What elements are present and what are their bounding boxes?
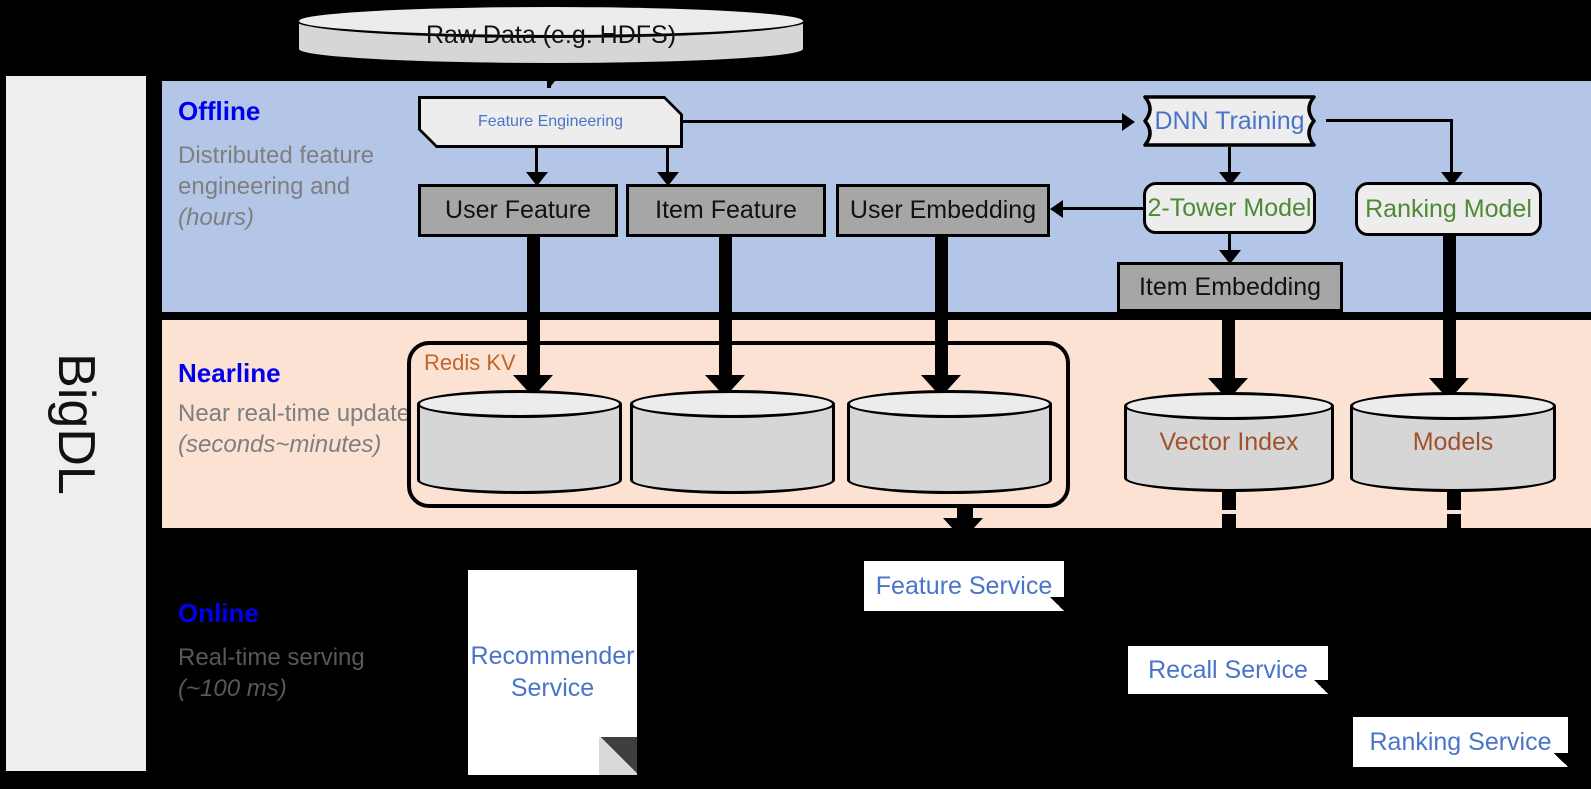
page-fold-icon: [599, 737, 637, 775]
connector-dot-models-2: [1447, 514, 1461, 528]
two-tower-model-node[interactable]: 2-Tower Model: [1143, 182, 1316, 234]
kv-store-user-embedding: [847, 390, 1052, 494]
models-store: Models: [1350, 392, 1556, 492]
arrowhead-fe-dnn: [1122, 113, 1135, 131]
connector-twotower-userembedding: [1063, 207, 1145, 210]
nearline-layer-title: Nearline: [178, 358, 281, 388]
arrowhead-twotower-userembedding: [1050, 200, 1063, 218]
ranking-model-node[interactable]: Ranking Model: [1355, 182, 1542, 236]
online-layer-description: Real-time serving (~100 ms): [178, 642, 418, 704]
arrowhead-twotower-itemembedding: [1219, 250, 1241, 264]
pipe-itemfeature: [719, 237, 732, 387]
bigdl-sidebar: BigDL: [6, 76, 146, 771]
offline-desc-text: Distributed feature engineering and: [178, 142, 375, 201]
ranking-service-label: Ranking Service: [1369, 727, 1552, 756]
connector-dnn-ranking-v: [1450, 119, 1453, 179]
item-feature-node[interactable]: Item Feature: [626, 184, 826, 237]
nearline-layer-description: Near real-time update (seconds~minutes): [178, 398, 418, 460]
offline-layer-description: Distributed feature engineering and (hou…: [178, 140, 418, 234]
dnn-training-node[interactable]: DNN Training: [1133, 95, 1326, 147]
arrowhead-rawdata-fe: [540, 72, 562, 86]
online-desc-text: Real-time serving: [178, 644, 365, 671]
feature-engineering-label: Feature Engineering: [478, 113, 623, 130]
online-desc-emphasis: (~100 ms): [178, 675, 287, 703]
item-embedding-label: Item Embedding: [1138, 272, 1322, 301]
cylinder-top: [630, 390, 835, 418]
bigdl-label: BigDL: [47, 352, 106, 495]
pipe-itemembedding: [1222, 312, 1235, 390]
user-feature-node[interactable]: User Feature: [418, 184, 618, 237]
pipe-userfeature: [527, 237, 540, 387]
arrowhead-redis-featureservice: [943, 518, 983, 540]
online-layer-title: Online: [178, 598, 259, 628]
cylinder-top: [296, 4, 806, 38]
models-label: Models: [1412, 427, 1494, 456]
raw-data-store: Raw Data (e.g. HDFS): [296, 4, 806, 66]
redis-kv-container: [407, 341, 1070, 508]
raw-data-label: Raw Data (e.g. HDFS): [425, 20, 677, 49]
cylinder-top: [1350, 392, 1556, 420]
recommender-service-label-line2: Service: [510, 673, 595, 702]
user-feature-label: User Feature: [445, 196, 591, 224]
item-feature-label: Item Feature: [655, 196, 797, 224]
redis-kv-label: Redis KV: [424, 350, 516, 375]
page-fold-icon: [1050, 597, 1064, 611]
connector-dnn-twotower: [1228, 147, 1231, 179]
cylinder-top: [1124, 392, 1334, 420]
arrowhead-fe-itemfeature: [657, 172, 679, 186]
connector-stub-redis-featureservice: [957, 508, 973, 521]
nearline-desc-emphasis: (seconds~minutes): [178, 431, 382, 459]
arrowhead-fe-userfeature: [526, 172, 548, 186]
ranking-model-label: Ranking Model: [1365, 194, 1532, 223]
recall-service-node[interactable]: Recall Service: [1128, 646, 1328, 694]
connector-fe-userfeature: [535, 148, 538, 178]
vector-index-store: Vector Index: [1124, 392, 1334, 492]
cylinder-top: [417, 390, 622, 418]
vector-index-label: Vector Index: [1159, 427, 1299, 456]
connector-dot-vectorindex-2: [1222, 514, 1236, 528]
offline-desc-emphasis: (hours): [178, 204, 255, 232]
pipe-userembedding: [935, 237, 948, 387]
cylinder-top: [847, 390, 1052, 418]
connector-fe-itemfeature: [666, 148, 669, 178]
dnn-training-label: DNN Training: [1154, 106, 1305, 135]
user-embedding-node[interactable]: User Embedding: [836, 184, 1050, 237]
feature-engineering-node[interactable]: Feature Engineering: [418, 96, 683, 148]
nearline-desc-text: Near real-time update: [178, 400, 411, 427]
recommender-service-label-line1: Recommender: [470, 642, 635, 671]
two-tower-model-label: 2-Tower Model: [1147, 193, 1312, 222]
user-embedding-label: User Embedding: [849, 196, 1037, 224]
item-embedding-node[interactable]: Item Embedding: [1117, 262, 1343, 312]
page-fold-icon: [1314, 680, 1328, 694]
pipe-rankingmodel: [1443, 236, 1456, 390]
connector-dot-models-1: [1447, 492, 1461, 510]
kv-store-item-feature: [630, 390, 835, 494]
recommender-service-node[interactable]: Recommender Service: [468, 570, 637, 775]
kv-store-user-feature: [417, 390, 622, 494]
ranking-service-node[interactable]: Ranking Service: [1353, 717, 1568, 767]
offline-layer-title: Offline: [178, 96, 261, 126]
connector-dot-vectorindex-1: [1222, 492, 1236, 510]
connector-twotower-itemembedding: [1228, 234, 1231, 258]
feature-service-label: Feature Service: [875, 571, 1053, 600]
page-fold-icon: [1554, 753, 1568, 767]
feature-service-node[interactable]: Feature Service: [864, 561, 1064, 611]
dnn-training-shape: [1143, 95, 1316, 147]
connector-dnn-ranking-h: [1326, 119, 1453, 122]
recall-service-label: Recall Service: [1148, 655, 1308, 684]
connector-fe-dnn: [683, 120, 1128, 123]
